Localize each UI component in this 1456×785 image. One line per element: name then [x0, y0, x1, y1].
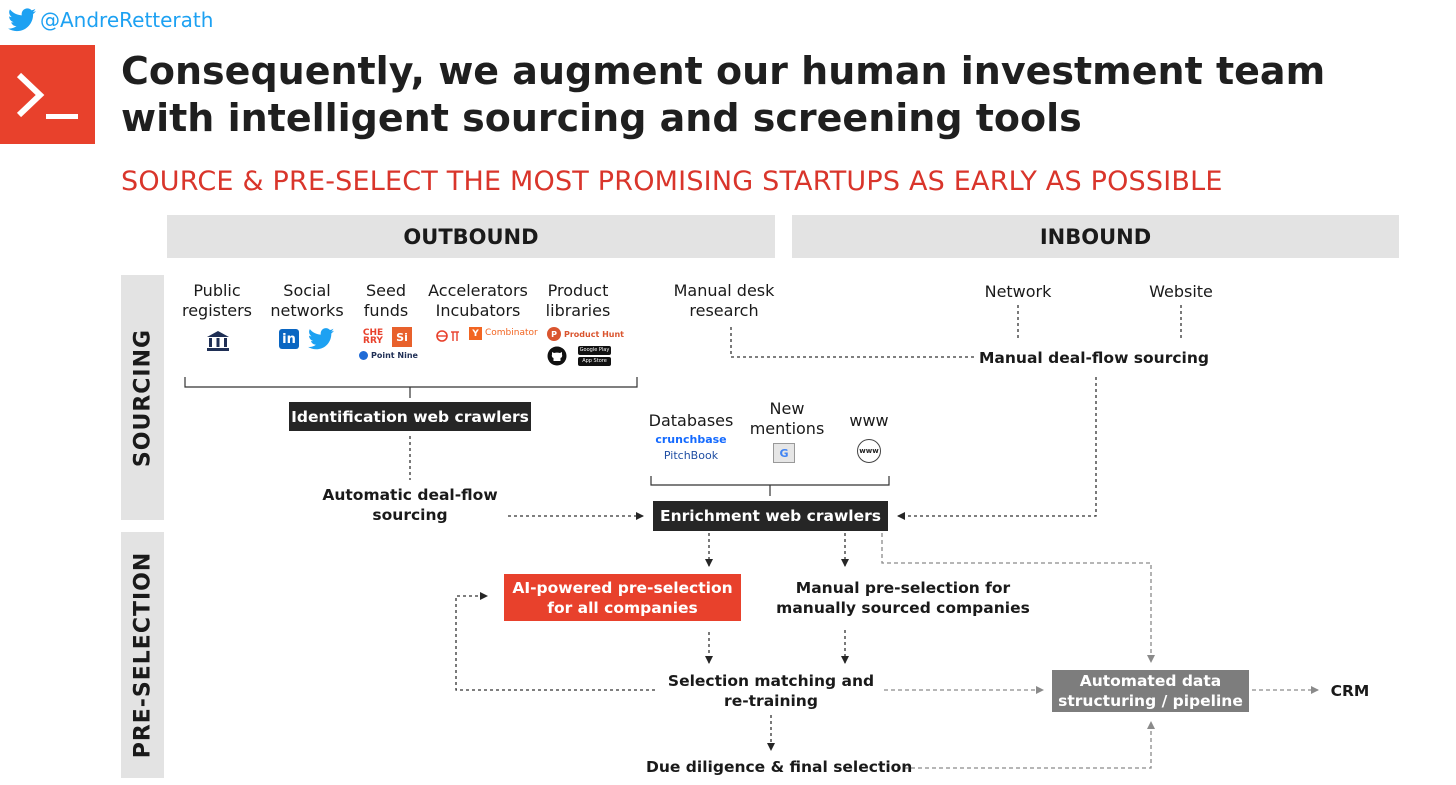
- product-hunt-logo: P Product Hunt: [547, 327, 624, 341]
- page-title: Consequently, we augment our human inves…: [121, 49, 1326, 140]
- terminal-prompt-icon: [16, 72, 78, 119]
- y-combinator-text: Combinator: [485, 328, 538, 338]
- crunchbase-logo: crunchbase: [655, 433, 727, 446]
- source-accelerators: Accelerators Incubators: [428, 281, 528, 320]
- source-public-registers: Public registers: [181, 281, 253, 320]
- source-product-libraries: Product libraries: [545, 281, 611, 320]
- manual-preselection-label: Manual pre-selection for manually source…: [776, 579, 1030, 617]
- terminal-logo: [0, 45, 95, 144]
- bank-icon: [206, 330, 230, 356]
- page-subtitle: SOURCE & PRE-SELECT THE MOST PROMISING S…: [121, 166, 1223, 197]
- automatic-sourcing-label: Automatic deal-flow sourcing: [322, 486, 498, 524]
- github-icon: [547, 346, 567, 370]
- sourcing-row-header: SOURCING: [121, 275, 164, 520]
- due-diligence-label: Due diligence & final selection: [646, 758, 913, 776]
- twitter-icon: [308, 328, 334, 354]
- source-website: Website: [1149, 282, 1213, 301]
- y-combinator-icon: Y: [469, 327, 482, 340]
- twitter-handle-text: @AndreRetterath: [40, 8, 214, 32]
- manual-sourcing-label: Manual deal-flow sourcing: [979, 349, 1209, 367]
- entrepreneur-first-logo: [436, 328, 460, 347]
- selection-matching-label: Selection matching and re-training: [667, 672, 875, 710]
- point-nine-icon: [359, 351, 368, 360]
- source-databases: Databases: [648, 411, 734, 430]
- identification-crawlers-box: Identification web crawlers: [289, 402, 531, 431]
- source-manual-desk-research: Manual desk research: [673, 281, 775, 320]
- automated-structuring-box: Automated data structuring / pipeline: [1052, 670, 1249, 712]
- twitter-handle[interactable]: @AndreRetterath: [8, 8, 213, 32]
- source-new-mentions: New mentions: [749, 399, 825, 438]
- product-hunt-text: Product Hunt: [564, 329, 624, 339]
- inbound-header: INBOUND: [792, 215, 1399, 258]
- si-logo: Si: [392, 327, 412, 347]
- source-www: www: [849, 411, 889, 430]
- point-nine-logo: Point Nine: [359, 351, 418, 360]
- enrichment-crawlers-box: Enrichment web crawlers: [653, 501, 888, 531]
- google-news-icon: G: [773, 443, 795, 463]
- outbound-header: OUTBOUND: [167, 215, 775, 258]
- crm-label: CRM: [1330, 682, 1370, 700]
- twitter-bird-icon: [8, 8, 36, 32]
- google-play-badge: Google Play: [578, 346, 611, 355]
- linkedin-icon: in: [279, 329, 299, 349]
- source-network: Network: [984, 282, 1052, 301]
- cherry-ventures-logo: CHE RRY: [362, 328, 384, 346]
- product-hunt-icon: P: [547, 327, 561, 341]
- ai-preselection-box: AI-powered pre-selection for all compani…: [504, 574, 741, 621]
- source-seed-funds: Seed funds: [363, 281, 409, 320]
- globe-icon: www: [857, 439, 881, 463]
- point-nine-text: Point Nine: [371, 351, 418, 360]
- pitchbook-logo: PitchBook: [663, 449, 719, 462]
- source-social-networks: Social networks: [270, 281, 344, 320]
- preselection-row-header: PRE-SELECTION: [121, 532, 164, 778]
- app-store-badge: App Store: [578, 357, 611, 366]
